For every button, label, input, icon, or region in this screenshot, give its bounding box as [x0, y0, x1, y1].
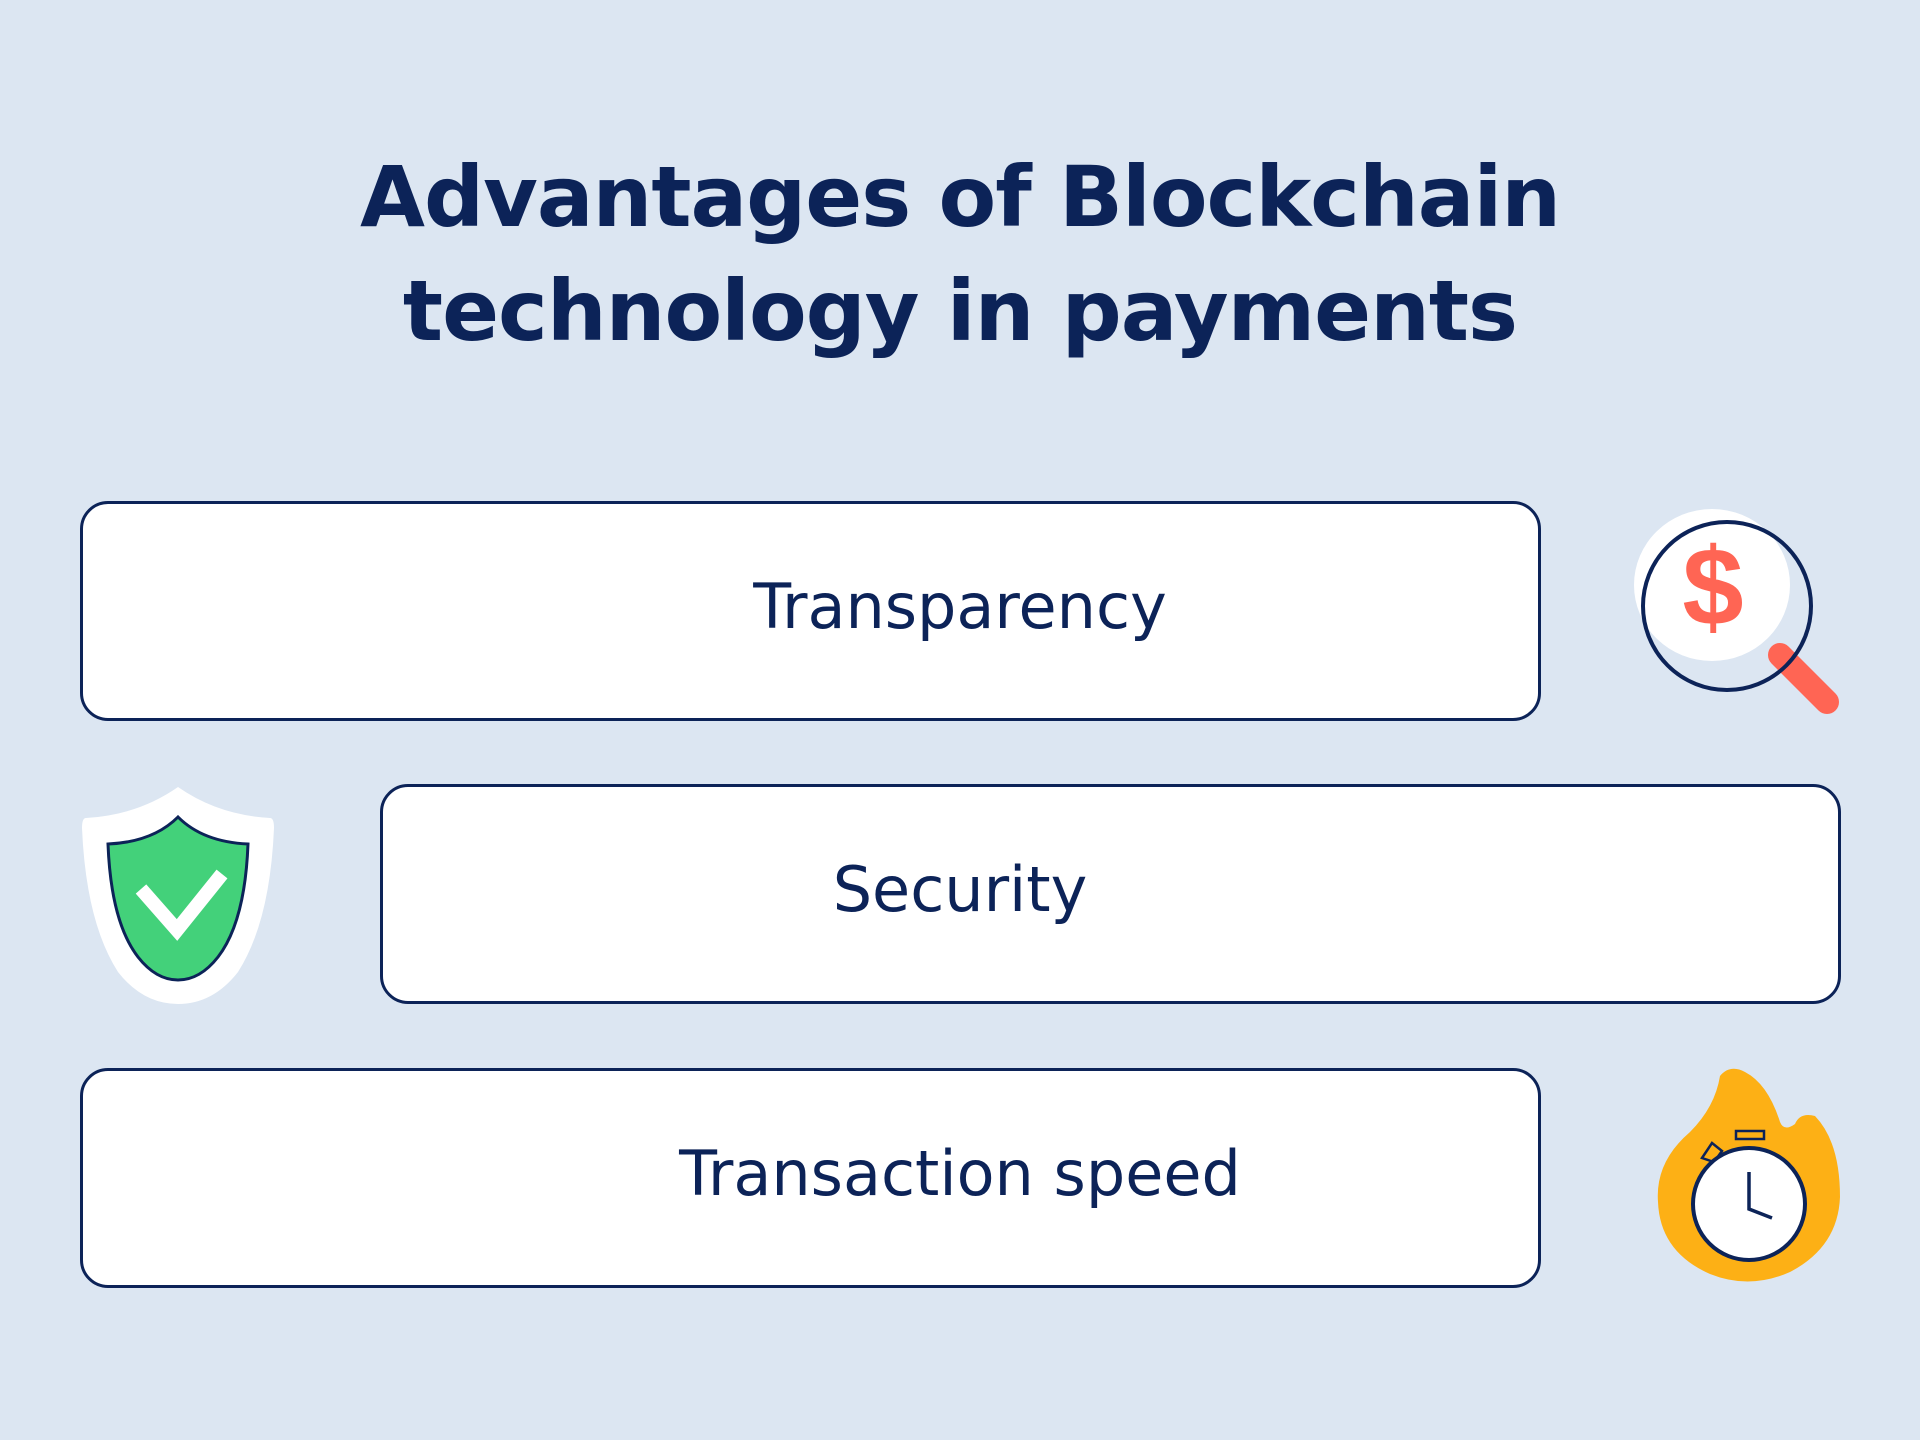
- title-line-2: technology in payments: [402, 262, 1518, 360]
- magnifier-dollar-icon: $: [1634, 509, 1839, 714]
- advantage-card-transparency: [80, 501, 1541, 721]
- advantage-label-transparency: Transparency: [753, 570, 1167, 643]
- advantage-card-security: [380, 784, 1841, 1004]
- advantage-label-transaction-speed: Transaction speed: [679, 1137, 1241, 1210]
- svg-text:$: $: [1682, 526, 1743, 649]
- advantage-label-security: Security: [832, 853, 1088, 926]
- shield-check-icon: [82, 787, 274, 1004]
- advantage-card-transaction-speed: [80, 1068, 1541, 1288]
- page-title: Advantages of Blockchain technology in p…: [0, 140, 1920, 368]
- title-line-1: Advantages of Blockchain: [359, 148, 1561, 246]
- stopwatch-icon: [1657, 1068, 1840, 1282]
